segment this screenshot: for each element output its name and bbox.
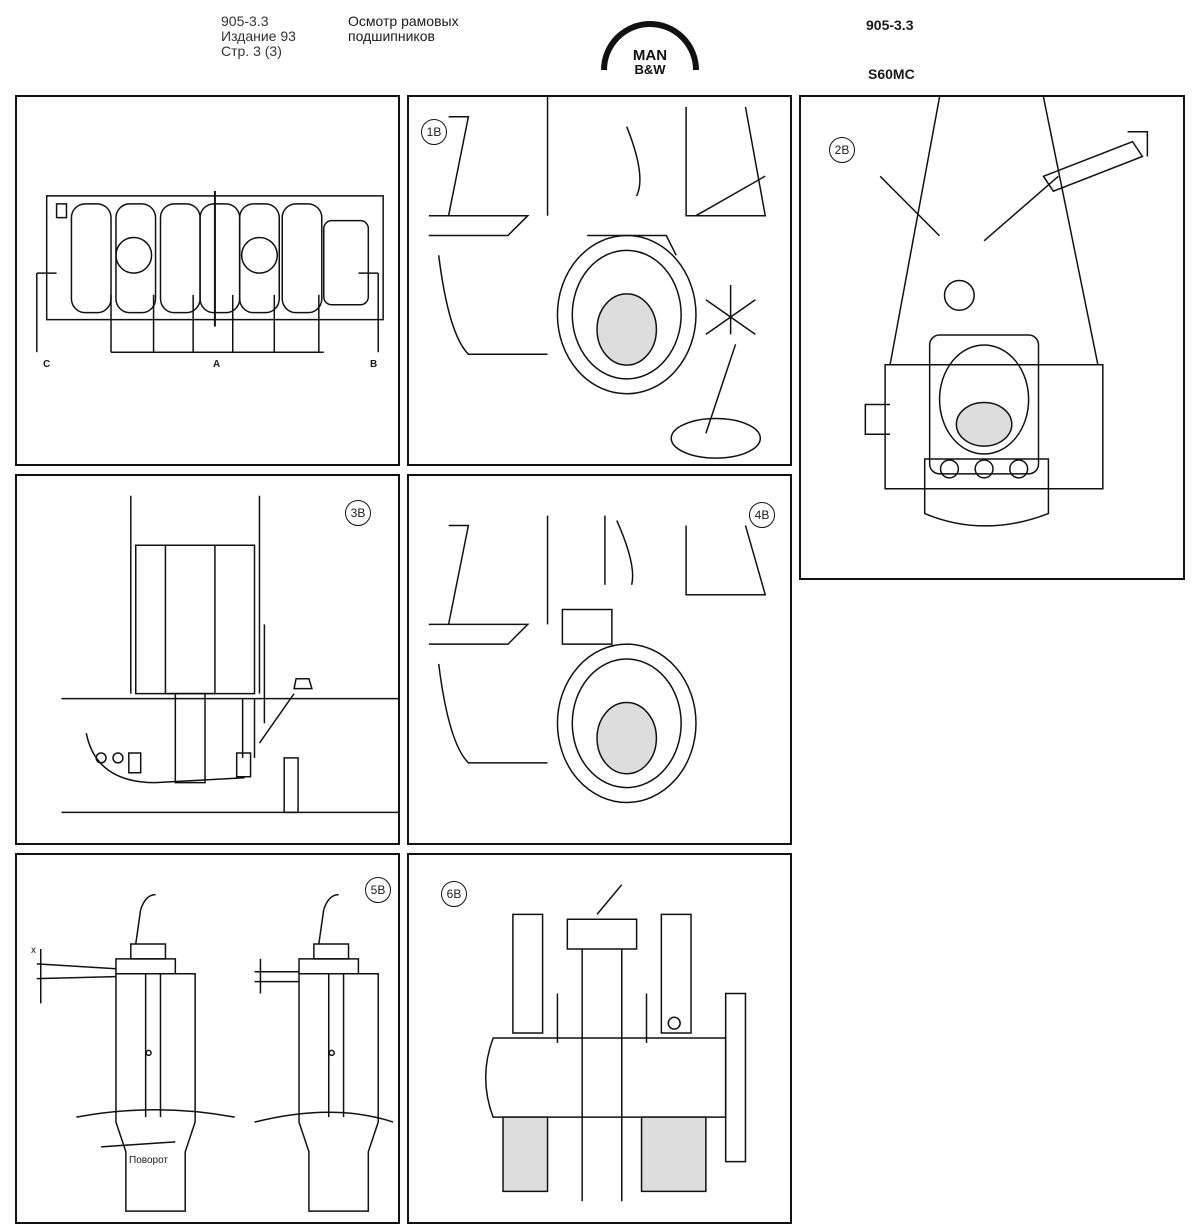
step-6b-drawing (409, 855, 790, 1222)
badge-4b: 4B (749, 502, 775, 528)
panel-4b: 4B (407, 474, 792, 845)
step-1b-drawing (409, 97, 790, 464)
step-4b-drawing (409, 476, 790, 843)
bearing-arrangement-drawing (17, 97, 398, 464)
label-a: A (213, 359, 221, 370)
document-number: 905-3.3 (221, 13, 269, 29)
badge-1b: 1B (421, 119, 447, 145)
man-bw-logo: MAN B&W (596, 20, 704, 77)
page-label: Стр. 3 (3) (221, 43, 282, 59)
logo-line-2: B&W (634, 62, 666, 76)
edition-label: Издание 93 (221, 28, 296, 44)
document-number-right: 905-3.3 (866, 17, 914, 33)
logo-line-1: MAN (633, 47, 667, 64)
clearance-x-label: x (31, 945, 36, 956)
title-line-1: Осмотр рамовых (348, 13, 459, 29)
panel-1b: 1B (407, 95, 792, 466)
title-line-2: подшипников (348, 28, 435, 44)
label-c: C (43, 359, 51, 370)
badge-2b: 2B (829, 137, 855, 163)
engine-model: S60MC (868, 66, 915, 82)
step-5b-drawing (17, 855, 398, 1222)
step-3b-drawing (17, 476, 398, 843)
badge-3b: 3B (345, 500, 371, 526)
rotation-label: Поворот (129, 1155, 168, 1166)
badge-5b: 5B (365, 877, 391, 903)
panel-3b: 3B (15, 474, 400, 845)
document-title: Осмотр рамовых подшипников (348, 14, 459, 44)
step-2b-drawing (801, 97, 1183, 578)
panel-6b: 6B (407, 853, 792, 1224)
badge-6b: 6B (441, 881, 467, 907)
panel-bearing-arrangement: C A B (15, 95, 400, 466)
panel-5b: 5B x Поворот (15, 853, 400, 1224)
panel-2b: 2B (799, 95, 1185, 580)
document-meta: 905-3.3 Издание 93 Стр. 3 (3) (221, 14, 296, 59)
label-b: B (370, 359, 378, 370)
